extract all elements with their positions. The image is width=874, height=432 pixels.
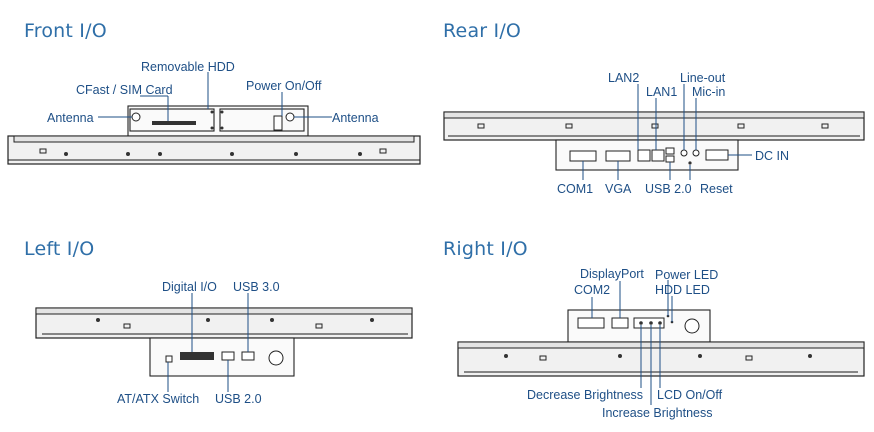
line-out-jack (680, 149, 688, 157)
label-antenna-right: Antenna (332, 111, 379, 125)
digital-io-connector (180, 352, 214, 360)
usb20-port-b (665, 155, 675, 163)
right-panel-drawing (457, 280, 865, 405)
left-io-title: Left I/O (24, 238, 95, 260)
lan2-port (637, 149, 651, 162)
antenna-left-connector (131, 112, 141, 122)
label-line-out: Line-out (680, 71, 726, 85)
label-cfast-sim: CFast / SIM Card (76, 83, 173, 97)
mic-in-jack (692, 149, 700, 157)
label-antenna-left: Antenna (47, 111, 94, 125)
antenna-right-connector (285, 112, 295, 122)
rear-io-title: Rear I/O (443, 20, 522, 42)
lan1-port (651, 149, 665, 162)
fan-vent (268, 350, 284, 366)
label-com2: COM2 (574, 283, 611, 297)
label-at-atx-switch: AT/ATX Switch (117, 392, 200, 406)
label-usb20-rear: USB 2.0 (645, 182, 692, 196)
label-power-led: Power LED (655, 268, 719, 282)
label-removable-hdd: Removable HDD (141, 60, 235, 74)
reset-button (688, 161, 692, 165)
power-switch (273, 115, 283, 131)
front-panel-drawing (7, 72, 421, 165)
label-lcd-onoff: LCD On/Off (657, 388, 723, 402)
label-displayport: DisplayPort (580, 267, 644, 281)
vga-port (605, 150, 631, 162)
right-fan-vent (684, 318, 700, 334)
label-increase-brightness: Increase Brightness (602, 406, 713, 420)
label-mic-in: Mic-in (692, 85, 726, 99)
label-lan1: LAN1 (646, 85, 678, 99)
dc-in-connector (705, 149, 729, 161)
label-decrease-brightness: Decrease Brightness (527, 388, 644, 402)
displayport-port (611, 317, 629, 329)
com2-port (577, 317, 605, 329)
usb20-left-port (221, 351, 235, 361)
increase-brightness-button (649, 321, 653, 325)
usb20-port-a (665, 147, 675, 155)
cfast-slot (152, 121, 196, 125)
label-digital-io: Digital I/O (162, 280, 217, 294)
label-dc-in: DC IN (755, 149, 790, 163)
at-atx-switch (165, 355, 173, 363)
lcd-onoff-button (658, 321, 662, 325)
label-power-onoff: Power On/Off (246, 79, 322, 93)
usb30-port (241, 351, 255, 361)
com1-port (569, 150, 597, 162)
label-reset: Reset (700, 182, 733, 196)
label-hdd-led: HDD LED (655, 283, 710, 297)
rear-panel-drawing (443, 84, 865, 180)
decrease-brightness-button (639, 321, 643, 325)
right-io-title: Right I/O (443, 238, 528, 260)
label-lan2: LAN2 (608, 71, 640, 85)
label-vga: VGA (605, 182, 632, 196)
label-usb30: USB 3.0 (233, 280, 280, 294)
left-panel-drawing (35, 293, 413, 392)
label-com1: COM1 (557, 182, 594, 196)
front-io-title: Front I/O (24, 20, 107, 42)
brightness-buttons (633, 317, 665, 329)
label-usb20-left: USB 2.0 (215, 392, 262, 406)
